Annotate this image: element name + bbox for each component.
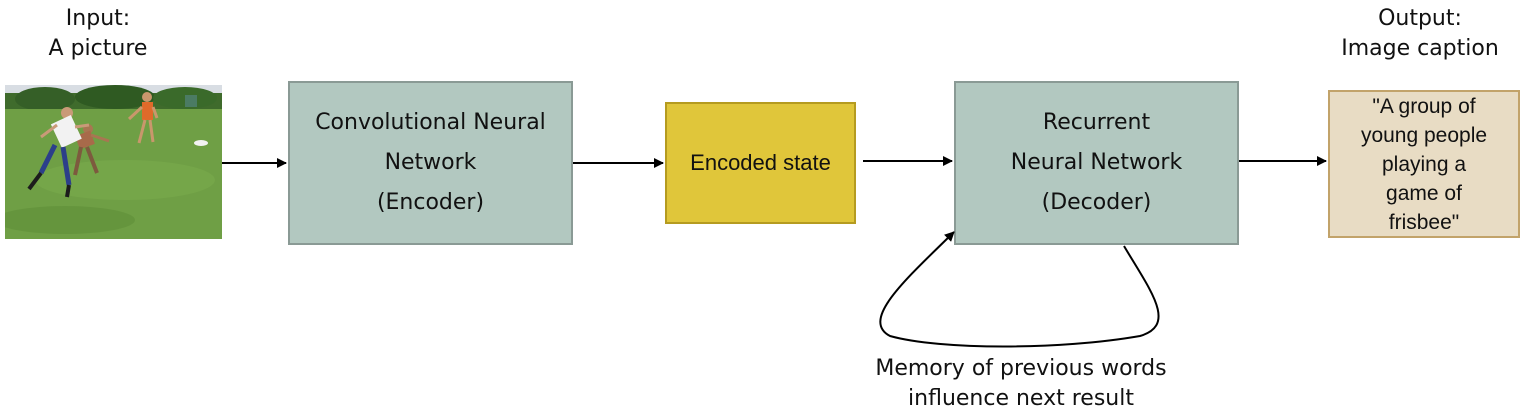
output-label-line1: Output: [1378,6,1462,31]
encoded-state-label: Encoded state [690,150,831,175]
encoder-line2: Network [384,150,477,175]
memory-note-line2: influence next result [908,386,1134,411]
caption-line: young people [1360,123,1488,147]
memory-feedback-loop [879,231,1160,348]
output-label: Output: Image caption [1322,4,1518,64]
encoded-state-box: Encoded state [665,102,856,224]
input-label-line2: A picture [48,36,148,61]
decoder-box: Recurrent Neural Network (Decoder) [954,81,1239,245]
encoder-box: Convolutional Neural Network (Encoder) [288,81,573,245]
decoder-line2: Neural Network [1010,150,1183,175]
output-label-line2: Image caption [1341,36,1499,61]
caption-line: frisbee" [1388,210,1460,234]
input-label: Input: A picture [38,4,158,64]
decoder-line3: (Decoder) [1041,190,1152,215]
memory-note: Memory of previous words influence next … [846,354,1196,414]
frisbee-photo-icon [5,85,222,239]
caption-line: game of [1386,181,1462,205]
caption-line: playing a [1381,152,1467,176]
encoder-line1: Convolutional Neural [315,110,546,135]
caption-box: "A group of young people playing a game … [1328,90,1520,238]
decoder-line1: Recurrent [1042,110,1151,135]
caption-line: "A group of [1372,94,1476,118]
encoder-line3: (Encoder) [376,190,485,215]
memory-note-line1: Memory of previous words [875,356,1167,381]
input-label-line1: Input: [65,6,131,31]
